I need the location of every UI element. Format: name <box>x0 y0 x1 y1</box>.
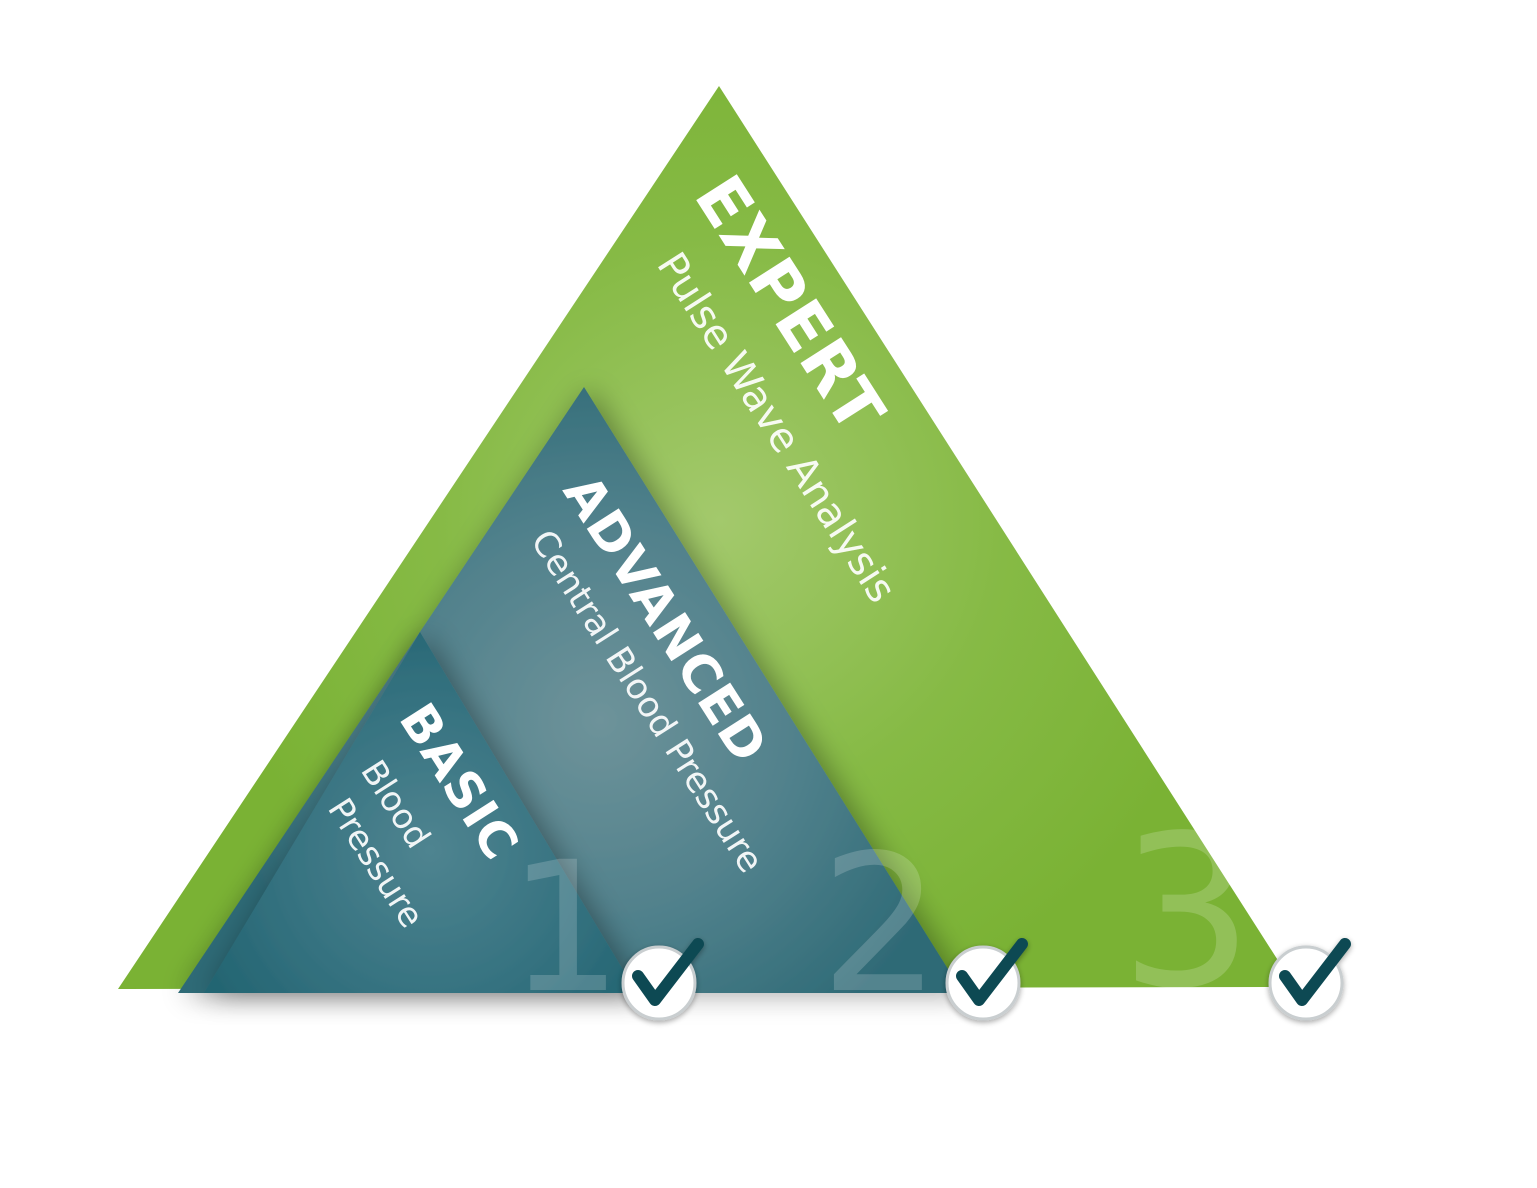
tier-number-3: 3 <box>1120 790 1254 1035</box>
check-icon <box>956 938 1028 1006</box>
tier-basic <box>204 632 637 993</box>
basic-triangle <box>204 632 637 993</box>
check-icon <box>632 938 704 1006</box>
check-badge-3 <box>1268 938 1351 1021</box>
check-badge-2 <box>945 938 1028 1021</box>
check-badge-1 <box>621 938 704 1021</box>
check-icon <box>1279 938 1351 1006</box>
tier-number-2: 2 <box>820 814 941 1035</box>
tier-number-1: 1 <box>508 824 623 1033</box>
